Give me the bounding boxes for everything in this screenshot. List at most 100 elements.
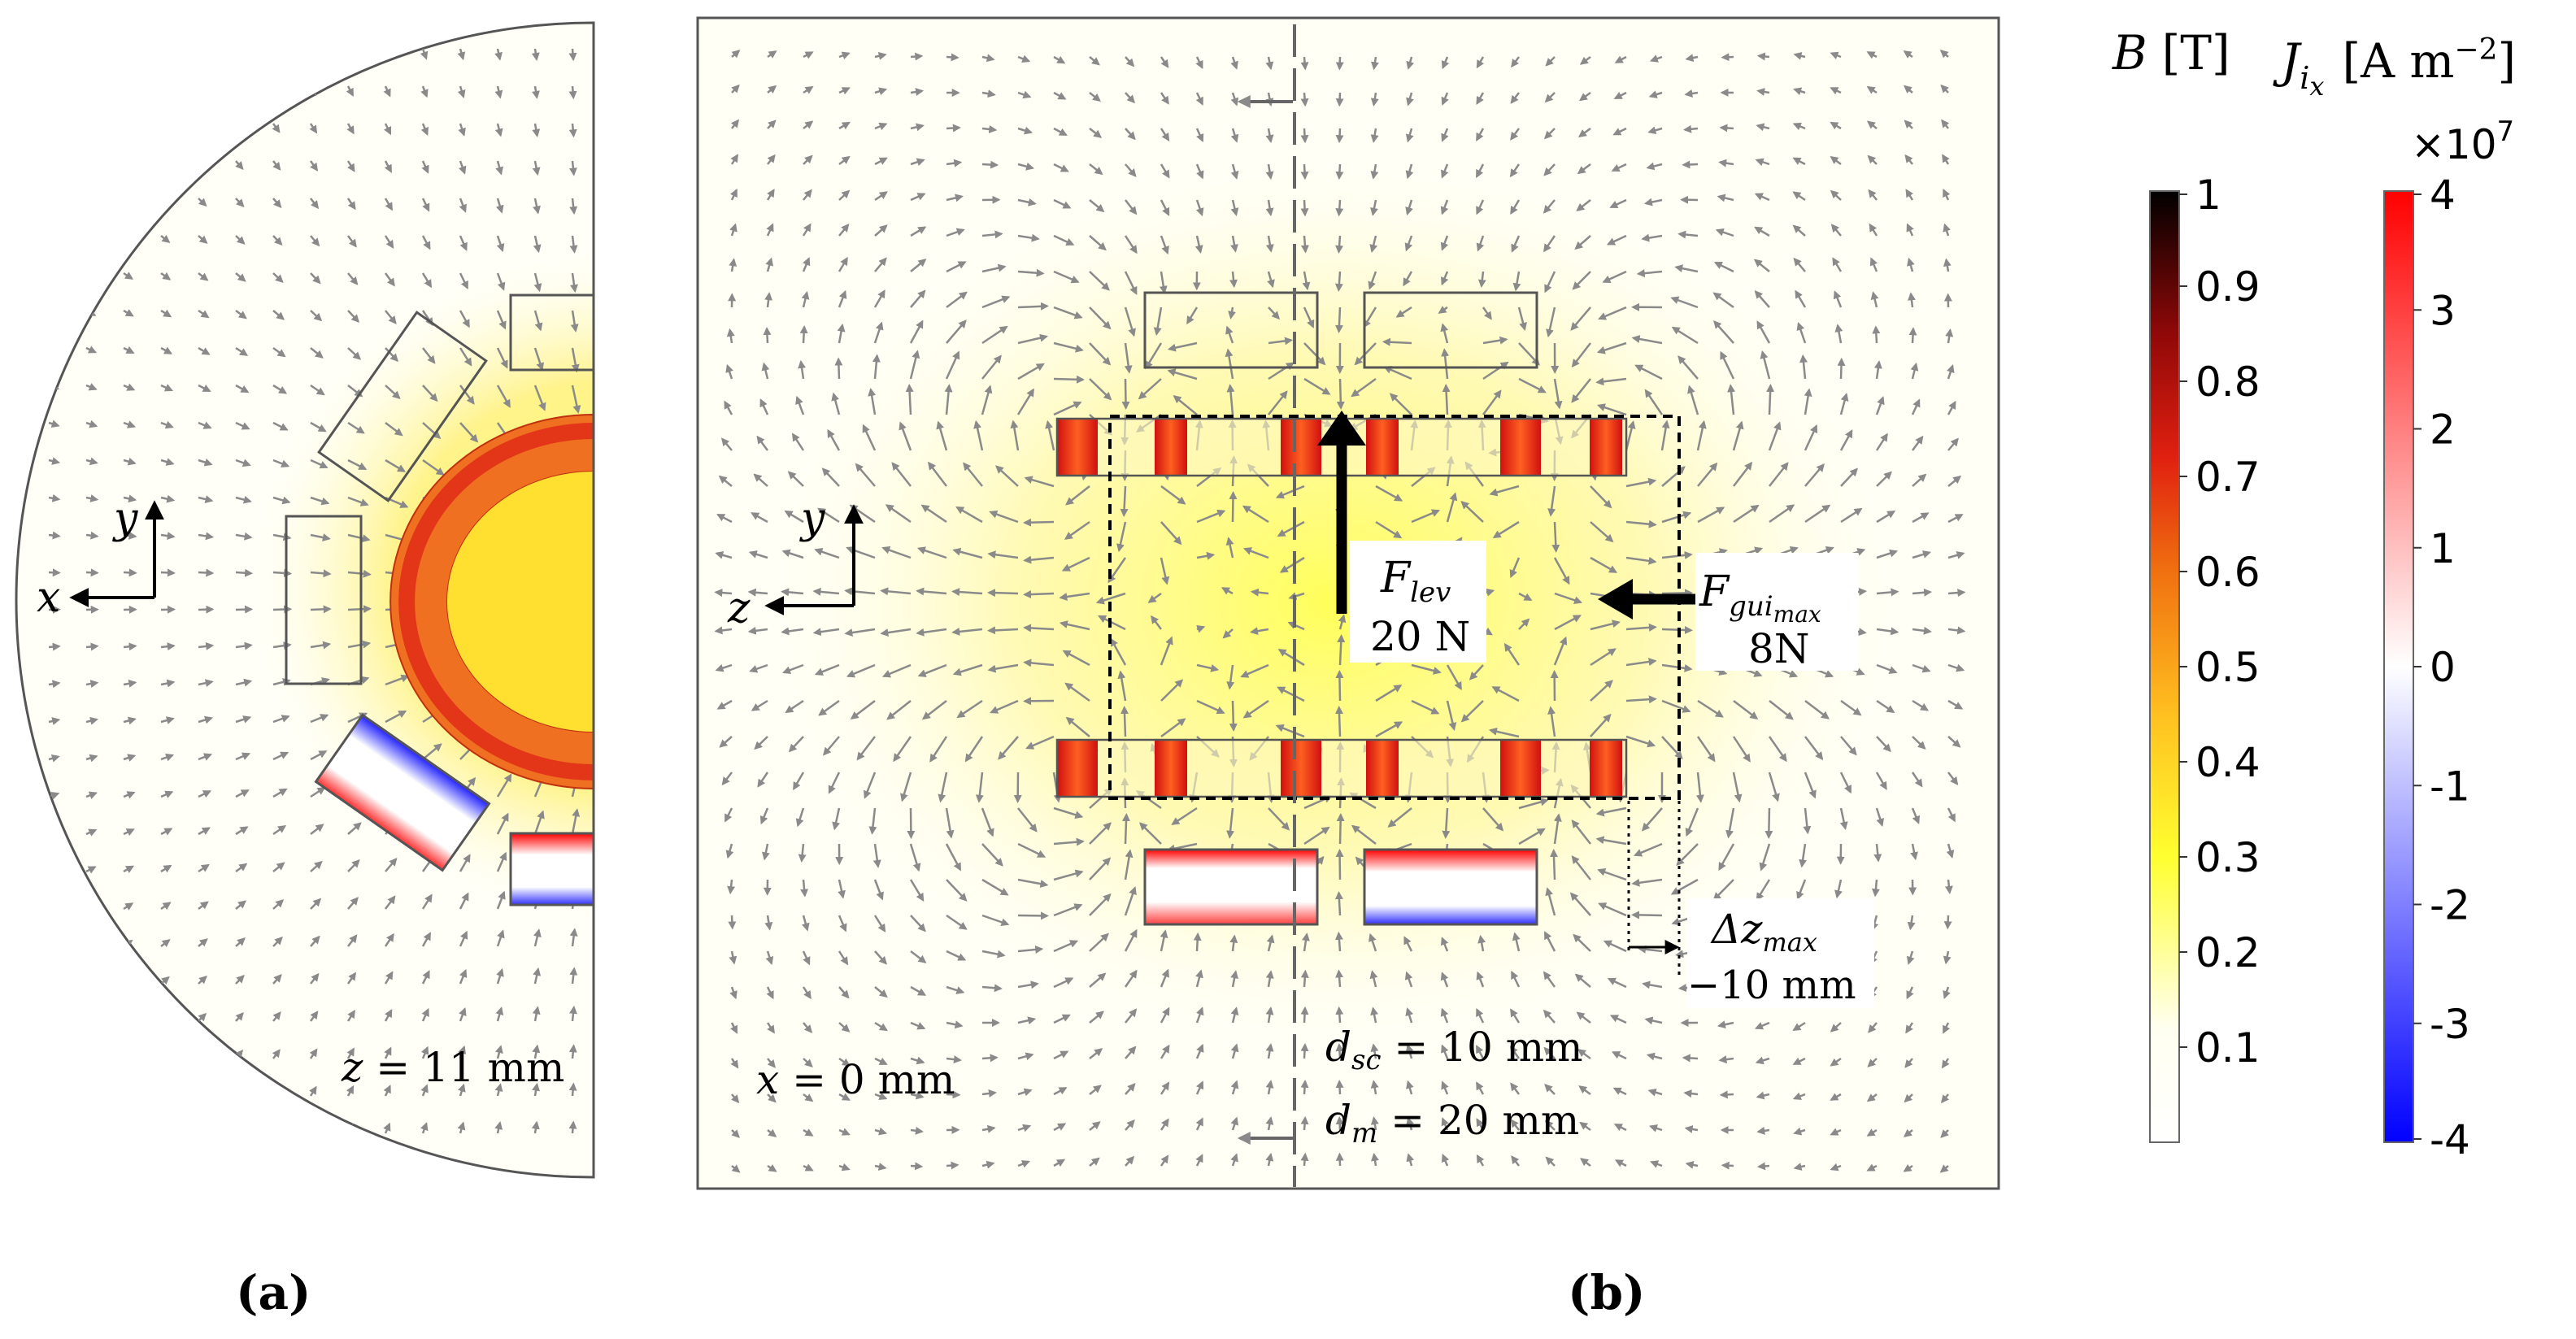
field-arrow xyxy=(1839,393,1849,415)
panel-a: y x z = 11 mm (a) xyxy=(15,21,595,1320)
field-arrow xyxy=(837,323,846,344)
field-arrow xyxy=(123,976,133,985)
field-arrow xyxy=(1596,341,1627,354)
field-arrow xyxy=(1733,700,1759,720)
field-arrow xyxy=(1796,322,1807,344)
field-arrow xyxy=(568,160,577,176)
field-arrow xyxy=(952,547,983,559)
field-arrow xyxy=(46,1127,56,1136)
field-arrow xyxy=(1942,154,1950,165)
field-arrow xyxy=(272,936,283,947)
field-arrow xyxy=(160,753,175,762)
field-arrow xyxy=(1195,92,1203,106)
field-arrow xyxy=(818,699,840,716)
field-arrow xyxy=(1335,128,1344,144)
field-arrow xyxy=(272,751,289,761)
field-arrow xyxy=(1120,485,1129,517)
field-arrow xyxy=(458,123,466,137)
field-arrow xyxy=(384,971,394,985)
field-arrow xyxy=(803,86,814,94)
field-arrow xyxy=(1590,485,1612,509)
field-arrow xyxy=(787,471,804,487)
field-arrow xyxy=(981,354,1002,380)
field-arrow xyxy=(782,663,804,674)
field-arrow xyxy=(1602,270,1627,283)
field-arrow xyxy=(571,385,581,414)
field-arrow xyxy=(48,903,59,911)
field-arrow xyxy=(235,272,246,282)
field-arrow xyxy=(48,233,58,241)
field-arrow xyxy=(1059,592,1090,601)
field-arrow xyxy=(1404,235,1413,252)
field-arrow xyxy=(1641,233,1663,242)
field-arrow xyxy=(1876,549,1899,559)
colorbar-tick-label: 0.5 xyxy=(2195,644,2261,691)
field-arrow xyxy=(1277,520,1305,537)
field-arrow xyxy=(1660,420,1670,451)
field-arrow xyxy=(1160,235,1169,255)
field-arrow xyxy=(1511,56,1520,68)
field-arrow xyxy=(1912,512,1930,524)
field-arrow xyxy=(1335,969,1344,988)
field-arrow xyxy=(1830,121,1842,130)
field-arrow xyxy=(198,975,207,985)
field-arrow xyxy=(1625,623,1657,632)
field-arrow xyxy=(85,754,98,763)
field-arrow xyxy=(1160,92,1169,105)
field-arrow xyxy=(1300,56,1309,71)
field-arrow xyxy=(1590,648,1617,667)
field-arrow xyxy=(981,1054,999,1063)
field-arrow xyxy=(1225,537,1234,559)
field-arrow xyxy=(1125,56,1135,67)
field-arrow xyxy=(747,588,768,597)
field-arrow xyxy=(198,827,211,836)
field-arrow xyxy=(160,976,170,985)
field-arrow xyxy=(48,717,61,725)
field-arrow xyxy=(1335,163,1344,180)
field-arrow xyxy=(1833,290,1843,308)
field-arrow xyxy=(1371,56,1379,71)
field-arrow xyxy=(346,1123,354,1134)
field-arrow xyxy=(874,257,887,272)
field-arrow xyxy=(788,736,804,753)
field-arrow xyxy=(1438,306,1448,314)
field-arrow xyxy=(1908,327,1917,344)
field-arrow xyxy=(920,504,947,524)
field-arrow xyxy=(272,899,285,910)
field-arrow xyxy=(46,84,56,93)
field-glow-a xyxy=(244,244,594,927)
field-arrow xyxy=(1053,270,1080,284)
field-arrow xyxy=(910,193,926,202)
field-arrow xyxy=(1868,189,1878,201)
field-arrow xyxy=(459,1006,467,1022)
colorbar-tick-label: 4 xyxy=(2430,172,2456,219)
field-arrow xyxy=(1649,54,1663,63)
field-arrow xyxy=(1017,198,1037,207)
field-arrow xyxy=(1947,699,1964,710)
field-arrow xyxy=(346,123,355,135)
field-arrow xyxy=(1065,485,1090,506)
field-arrow xyxy=(1196,509,1226,524)
field-arrow xyxy=(1712,292,1734,309)
field-arrow xyxy=(1799,354,1808,380)
field-arrow xyxy=(196,48,205,58)
field-arrow xyxy=(838,121,851,130)
field-arrow xyxy=(384,933,394,947)
field-arrow xyxy=(568,1082,577,1097)
field-arrow xyxy=(1338,614,1347,630)
field-arrow xyxy=(385,857,398,872)
field-glow-b xyxy=(748,146,1919,1057)
field-arrow xyxy=(1697,699,1724,718)
field-arrow xyxy=(1945,328,1954,344)
field-arrow xyxy=(457,1121,466,1134)
field-arrow xyxy=(1369,235,1378,253)
field-arrow xyxy=(47,1052,57,1061)
field-arrow xyxy=(1941,119,1950,129)
field-arrow xyxy=(1943,915,1952,930)
field-arrow xyxy=(1606,234,1627,246)
field-arrow xyxy=(987,550,1019,559)
field-arrow xyxy=(1590,620,1621,631)
panel-b: Flev 20 N Fguimax 8N Δzmax −10 mm dsc = … xyxy=(696,16,2000,1320)
field-arrow xyxy=(1089,199,1105,213)
